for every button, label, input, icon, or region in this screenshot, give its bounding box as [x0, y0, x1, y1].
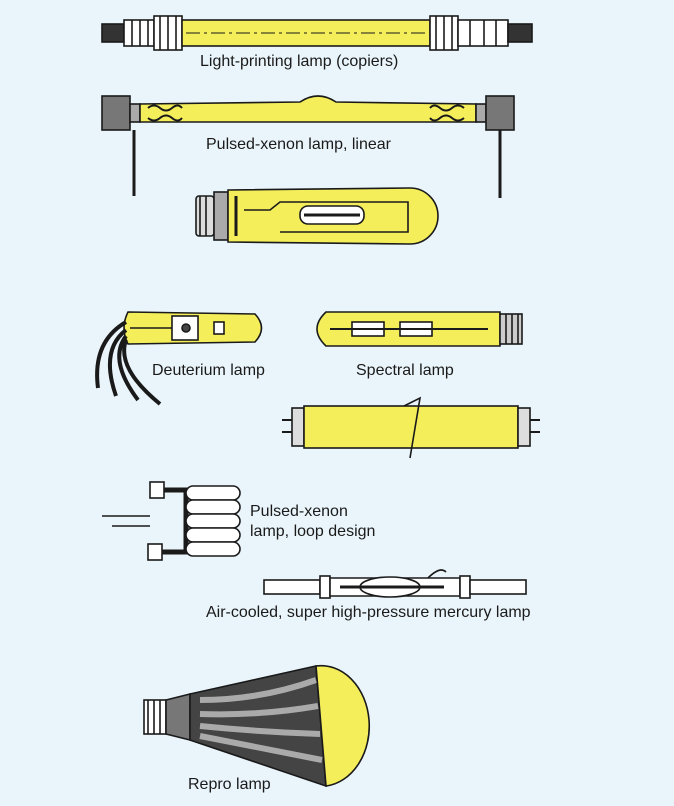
label-light-printing-lamp: Light-printing lamp (copiers) — [200, 53, 399, 70]
label-pulsed-xenon-loop-line2: lamp, loop design — [250, 523, 376, 540]
label-air-cooled-mercury-lamp: Air-cooled, super high-pressure mercury … — [206, 604, 531, 621]
fluorescent-tube-lamp — [282, 396, 540, 459]
label-repro-lamp: Repro lamp — [188, 776, 271, 793]
mercury-lamp — [263, 569, 527, 599]
repro-lamp — [143, 664, 371, 788]
pulsed-xenon-linear-lamp — [101, 95, 515, 198]
label-deuterium-lamp: Deuterium lamp — [152, 362, 265, 379]
pulsed-xenon-loop-lamp — [102, 481, 241, 561]
label-pulsed-xenon-loop-line1: Pulsed-xenon — [250, 503, 348, 520]
deuterium-lamp — [95, 311, 263, 406]
light-printing-lamp — [101, 15, 533, 51]
metal-halide-lamp — [195, 187, 439, 245]
label-spectral-lamp: Spectral lamp — [356, 362, 454, 379]
spectral-lamp — [316, 311, 523, 347]
label-pulsed-xenon-linear: Pulsed-xenon lamp, linear — [206, 136, 391, 153]
